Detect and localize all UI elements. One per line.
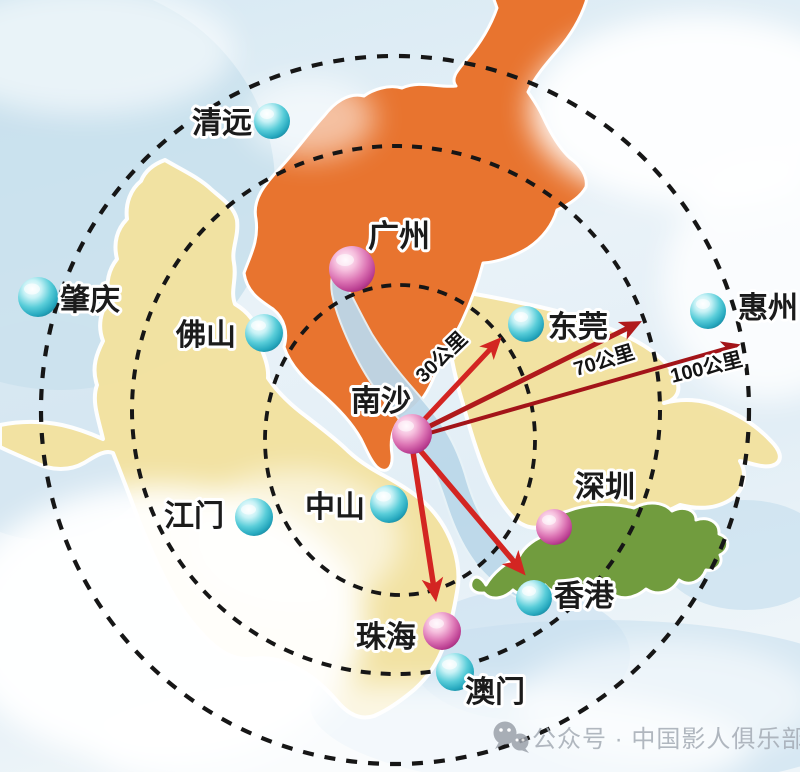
city-label-jiangmen: 江门 [164,500,224,533]
city-marker-jiangmen [235,498,273,536]
city-marker-huizhou [690,293,726,329]
city-marker-guangzhou [329,246,375,292]
arrow-to-hongkong [416,446,526,576]
distance-rings [38,53,752,767]
land-east-region [444,288,782,532]
city-marker-hongkong [516,580,552,616]
city-marker-zhuhai [423,612,461,650]
city-label-macau: 澳门 [465,676,525,709]
ring-70km [130,144,662,676]
watermark-text: 公众号 · 中国影人俱乐部 [532,726,800,753]
city-marker-qingyuan [254,103,290,139]
city-label-dongguan: 东莞 [548,310,608,344]
city-marker-zhongshan [370,485,408,523]
city-marker-nansha [392,414,432,454]
city-label-huizhou: 惠州 [738,292,798,325]
city-label-guangzhou: 广州 [368,219,430,254]
city-label-nansha: 南沙 [351,385,411,418]
city-marker-zhaoqing [18,277,58,317]
city-marker-dongguan [508,306,544,342]
wechat-icon [493,721,529,753]
distance-arrows [410,321,741,603]
arrow-to-zhuhai [410,449,444,603]
watermark: 公众号 · 中国影人俱乐部 [493,721,800,753]
city-marker-macau [436,653,474,691]
city-marker-foshan [245,314,283,352]
city-marker-shenzhen [536,509,572,545]
city-label-zhongshan: 中山 [305,491,365,524]
ring-30km [263,283,537,597]
city-label-hongkong: 香港 [554,580,615,613]
city-label-shenzhen: 深圳 [575,471,635,504]
city-markers [18,103,726,691]
region-hongkong-green [469,501,730,600]
arrow-70km [421,321,642,432]
ring-100km [38,53,752,767]
arrow-to-dongguan [418,337,502,426]
city-label-zhaoqing: 肇庆 [60,284,120,317]
city-label-zhuhai: 珠海 [356,621,416,654]
city-label-qingyuan: 清远 [192,107,252,140]
city-labels: 清远 肇庆 广州 佛山 东莞 惠州 南沙 江门 中山 深圳 香港 珠海 澳门 [57,104,800,712]
arrow-100km [424,341,741,436]
city-label-foshan: 佛山 [175,319,236,352]
